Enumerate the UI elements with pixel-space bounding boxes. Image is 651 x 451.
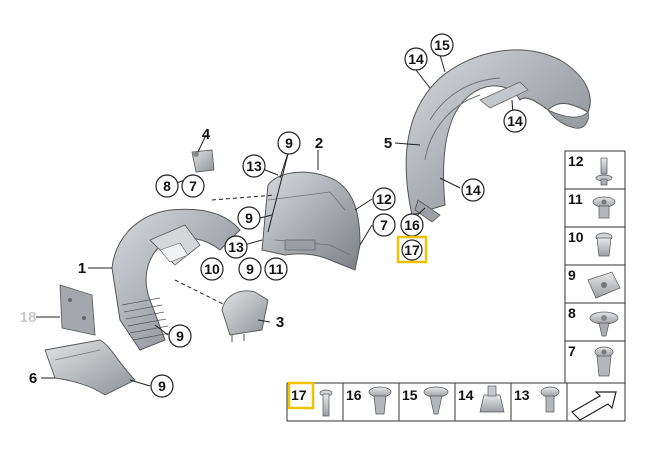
- callout-4: 4: [202, 126, 211, 143]
- callout-label: 8: [163, 178, 171, 194]
- callout-label: 12: [376, 191, 392, 207]
- legend-label: 15: [402, 387, 418, 403]
- callout-9: 9: [237, 206, 261, 230]
- fastener-15-icon: [423, 386, 449, 415]
- callout-label: 9: [176, 328, 184, 344]
- legend-label: 8: [568, 305, 576, 321]
- callout-label: 17: [404, 242, 420, 258]
- callout-17-highlight: 17: [396, 235, 428, 264]
- callout-label: 14: [507, 113, 523, 129]
- fastener-16-icon: [368, 386, 392, 415]
- callout-label: 9: [245, 210, 253, 226]
- callout-9: 9: [277, 131, 301, 155]
- callout-label: 13: [228, 239, 244, 255]
- callout-6: 6: [29, 370, 37, 387]
- callout-7: 7: [372, 213, 396, 237]
- callout-3: 3: [276, 314, 284, 331]
- legend-label: 12: [568, 153, 584, 169]
- legend-label: 17: [291, 387, 307, 403]
- legend-17-highlight: [287, 381, 315, 410]
- callout-label: 9: [246, 261, 254, 277]
- callout-10: 10: [200, 257, 224, 281]
- callout-1: 1: [78, 260, 86, 277]
- part-5-wheel-arch-liner: [405, 49, 591, 223]
- legend-label: 14: [458, 387, 474, 403]
- part-3-cover: [221, 290, 269, 342]
- callout-12: 12: [372, 187, 396, 211]
- legend-label: 10: [568, 229, 584, 245]
- callout-2: 2: [315, 135, 323, 152]
- fastener-17-icon: [319, 389, 333, 417]
- callouts: 14 15 14 14 16 17 9 13: [20, 33, 527, 398]
- callout-14: 14: [404, 47, 428, 71]
- callout-15: 15: [430, 33, 454, 57]
- part-1-grille: [121, 297, 171, 341]
- part-18-plate: [59, 284, 96, 336]
- legend-label: 7: [568, 343, 576, 359]
- arrow-icon: [571, 391, 617, 421]
- fastener-11-icon: [592, 196, 616, 219]
- callout-label: 9: [285, 135, 293, 151]
- legend-label: 16: [346, 387, 362, 403]
- callout-16: 16: [400, 213, 424, 237]
- fastener-9-icon: [587, 271, 621, 299]
- callout-label: 7: [380, 217, 388, 233]
- callout-label: 14: [408, 51, 424, 67]
- callout-18: 18: [20, 309, 37, 326]
- part-6-under-shield: [44, 339, 136, 396]
- fastener-7-icon: [594, 346, 614, 377]
- part-1-front-liner: [111, 208, 241, 351]
- callout-14: 14: [461, 178, 485, 202]
- legend-label: 13: [514, 387, 530, 403]
- part-4-bracket: [191, 149, 215, 173]
- fastener-8-icon: [589, 311, 619, 337]
- callout-label: 15: [434, 37, 450, 53]
- callout-14: 14: [503, 109, 527, 133]
- callout-13: 13: [242, 154, 266, 178]
- callout-7: 7: [181, 174, 205, 198]
- callout-8: 8: [155, 174, 179, 198]
- callout-label: 9: [158, 378, 166, 394]
- fastener-10-icon: [595, 232, 613, 257]
- callout-11: 11: [264, 257, 288, 281]
- callout-label: 16: [404, 217, 420, 233]
- legend-label: 9: [568, 267, 576, 283]
- callout-label: 10: [204, 261, 220, 277]
- callout-9: 9: [238, 257, 262, 281]
- callout-5: 5: [384, 135, 392, 152]
- callout-label: 11: [269, 261, 284, 277]
- fastener-12-icon: [595, 157, 613, 186]
- callout-label: 7: [189, 178, 197, 194]
- callout-9: 9: [168, 324, 192, 348]
- part-2-inner-liner: [261, 171, 361, 271]
- legend-right: 12 11 10 9 8 7: [564, 150, 626, 384]
- callout-13: 13: [224, 235, 248, 259]
- legend-bottom: 17 16 15 14 13: [286, 381, 626, 422]
- callout-label: 13: [246, 158, 262, 174]
- callout-9: 9: [150, 374, 174, 398]
- fastener-13-icon: [540, 386, 560, 413]
- callout-label: 14: [465, 182, 481, 198]
- legend-label: 11: [568, 191, 583, 207]
- fastener-14-icon: [479, 385, 505, 413]
